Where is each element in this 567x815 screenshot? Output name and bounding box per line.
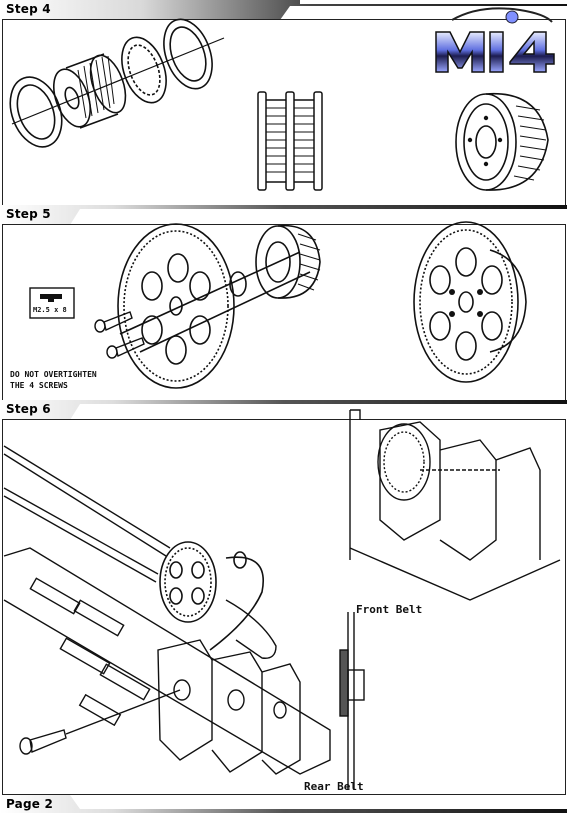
footer-band	[0, 795, 567, 813]
screw-size-label: M2.5 x 8	[33, 306, 67, 314]
rear-belt-label: Rear Belt	[304, 780, 364, 793]
step6-title: Step 6	[6, 402, 51, 416]
step4-header-band	[0, 0, 567, 20]
overtighten-note-line1: DO NOT OVERTIGHTEN	[10, 370, 97, 379]
front-belt-label: Front Belt	[356, 603, 423, 616]
step6-header-band	[0, 400, 567, 420]
step5-panel	[2, 224, 566, 402]
overtighten-note-line2: THE 4 SCREWS	[10, 381, 68, 390]
step5-title: Step 5	[6, 207, 51, 221]
screw-tag-box	[29, 287, 75, 319]
step6-panel	[2, 419, 566, 795]
step4-header: Step 4	[0, 0, 567, 20]
step4-title: Step 4	[6, 2, 51, 16]
step5-header-band	[0, 205, 567, 225]
step6-header: Step 6	[0, 400, 567, 420]
page-number: Page 2	[6, 797, 54, 811]
step5-header: Step 5	[0, 205, 567, 225]
footer-bar: Page 2	[0, 795, 567, 815]
